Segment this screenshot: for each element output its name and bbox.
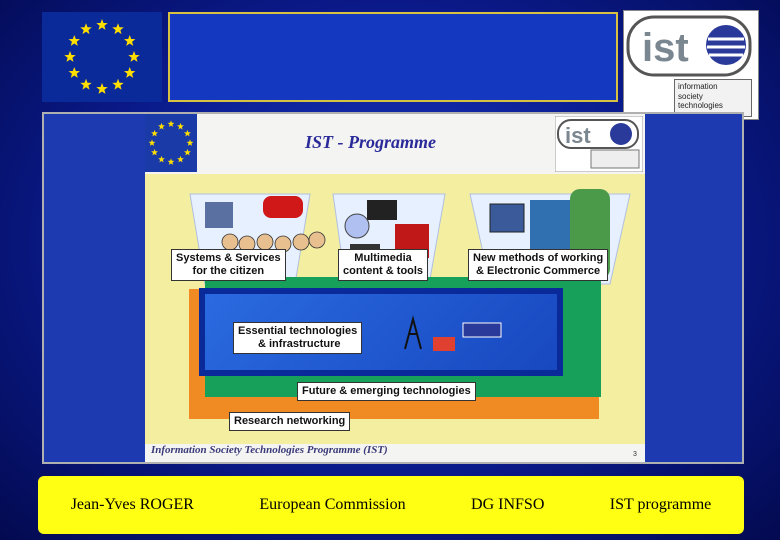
ist-logo-mark: ist xyxy=(626,15,752,77)
computer-icon xyxy=(489,203,525,233)
eu-star-icon xyxy=(68,35,80,46)
eu-star-icon xyxy=(184,148,191,156)
eu-star-icon xyxy=(167,120,175,127)
eu-star-icon xyxy=(80,23,92,35)
funnel-graphics xyxy=(189,189,631,285)
footer-bar: Jean-Yves ROGER European Commission DG I… xyxy=(38,476,744,534)
eu-star-icon xyxy=(112,78,124,90)
antenna-icon xyxy=(404,315,422,350)
eu-star-icon xyxy=(177,155,184,163)
eu-star-icon xyxy=(151,148,158,156)
eu-star-icon xyxy=(128,51,140,62)
citizens-illustration xyxy=(221,231,326,253)
eu-star-icon xyxy=(167,158,175,165)
camera-icon xyxy=(367,200,397,220)
eu-star-icon xyxy=(158,122,165,130)
eu-star-icon xyxy=(124,35,136,46)
slide-footer: Information Society Technologies Program… xyxy=(151,444,388,456)
footer-directorate: DG INFSO xyxy=(471,496,545,513)
eu-star-icon xyxy=(151,129,158,137)
eu-flag-logo xyxy=(42,12,162,102)
slide-eu-flag-icon xyxy=(145,114,197,172)
car-icon xyxy=(263,196,303,218)
label-research-networking: Research networking xyxy=(229,412,351,431)
eu-star-icon xyxy=(148,139,156,146)
footer-author: Jean-Yves ROGER xyxy=(70,496,194,513)
eu-star-icon xyxy=(124,67,136,78)
cd-icon xyxy=(344,213,370,239)
eu-star-icon xyxy=(186,139,194,146)
eu-star-icon xyxy=(177,122,184,130)
slide: IST - Programme ist xyxy=(145,114,645,462)
footer-programme: IST programme xyxy=(609,496,712,513)
person-at-desk-icon xyxy=(205,202,233,228)
title-box xyxy=(168,12,618,102)
ist-logo-caption: information society technologies xyxy=(674,79,752,117)
eu-star-icon xyxy=(96,83,108,94)
svg-text:ist: ist xyxy=(642,26,689,70)
eu-star-icon xyxy=(184,129,191,137)
footer-organization: European Commission xyxy=(259,496,406,513)
chip-icon xyxy=(462,322,502,338)
slide-page-number: 3 xyxy=(633,451,637,458)
slide-title: IST - Programme xyxy=(305,132,437,152)
eu-star-icon xyxy=(64,51,76,62)
eu-star-icon xyxy=(68,67,80,78)
disk-icon xyxy=(433,337,455,351)
eu-star-icon xyxy=(112,23,124,35)
label-future-emerging: Future & emerging technologies xyxy=(297,382,476,401)
slide-ist-logo-icon: ist xyxy=(555,116,643,172)
eu-star-icon xyxy=(80,78,92,90)
tech-illustration xyxy=(404,315,502,351)
svg-text:ist: ist xyxy=(565,123,591,148)
ist-logo: ist information society technologies xyxy=(623,10,759,120)
eu-star-icon xyxy=(158,155,165,163)
eu-star-icon xyxy=(96,19,108,30)
label-essential-technologies: Essential technologies& infrastructure xyxy=(233,322,363,354)
label-new-methods: New methods of working& Electronic Comme… xyxy=(468,249,609,281)
